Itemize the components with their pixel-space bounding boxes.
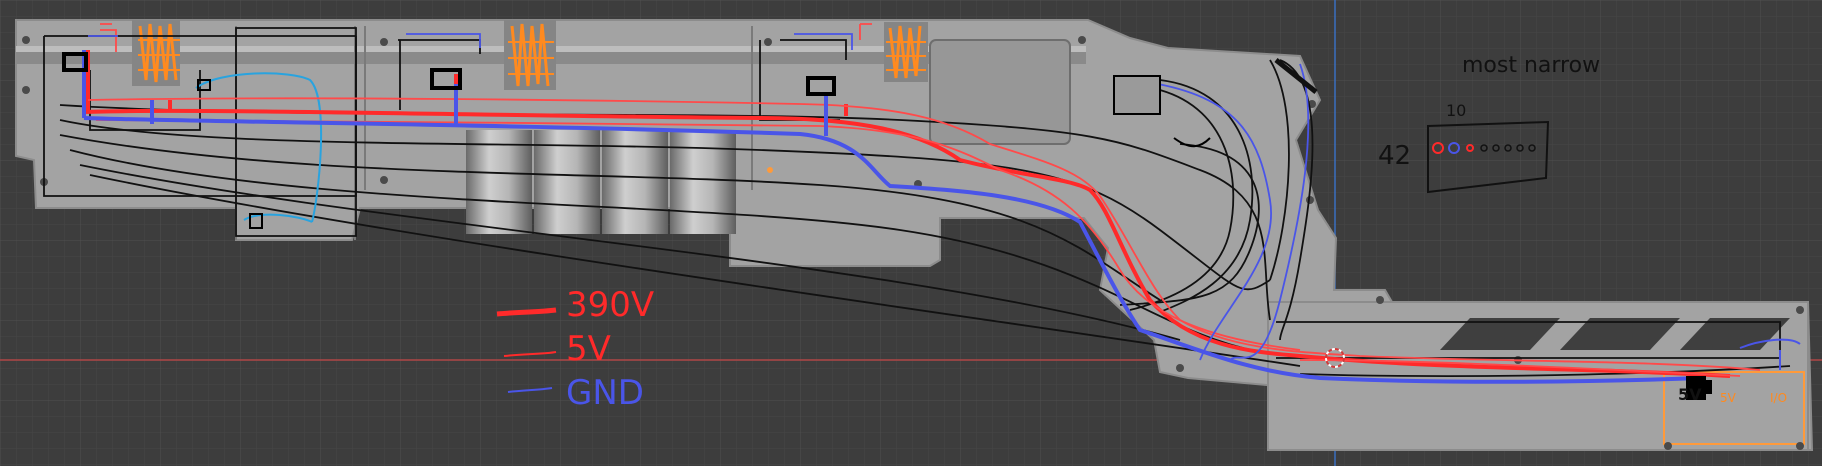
connector-pinout-sketch xyxy=(1427,120,1550,194)
magazine-box xyxy=(929,39,1071,145)
label-5v-a: 5V xyxy=(1678,385,1702,404)
note-connector-width: 10 xyxy=(1446,101,1466,120)
wire-gnd-thin xyxy=(88,33,1310,361)
wire-legend: 390V 5V GND xyxy=(496,285,654,413)
label-5v-b: 5V xyxy=(1720,391,1737,405)
rail-icon xyxy=(1274,58,1318,94)
wire-gnd xyxy=(82,50,1701,384)
legend-swatch-5v xyxy=(503,351,557,357)
coil-stage-2 xyxy=(504,20,556,90)
switch-icon xyxy=(62,52,836,96)
note-connector-height: 42 xyxy=(1378,141,1411,171)
mosfet-icon xyxy=(1686,376,1712,400)
legend-swatch-390v xyxy=(496,307,557,317)
origin-point xyxy=(767,167,773,173)
pin-header-icon xyxy=(197,75,1211,229)
note-most-narrow: most narrow xyxy=(1462,53,1600,78)
legend-label-gnd: GND xyxy=(566,373,644,413)
legend-label-5v: 5V xyxy=(566,329,611,369)
legend-label-390v: 390V xyxy=(566,285,654,325)
coil-stage-3 xyxy=(884,22,928,82)
label-io: I/O xyxy=(1770,391,1787,405)
wire-5v xyxy=(87,23,1761,377)
3d-cursor-icon xyxy=(1325,348,1345,368)
battery-bay xyxy=(1663,371,1805,445)
coil-stage-1 xyxy=(132,20,180,86)
legend-swatch-gnd xyxy=(507,387,553,393)
